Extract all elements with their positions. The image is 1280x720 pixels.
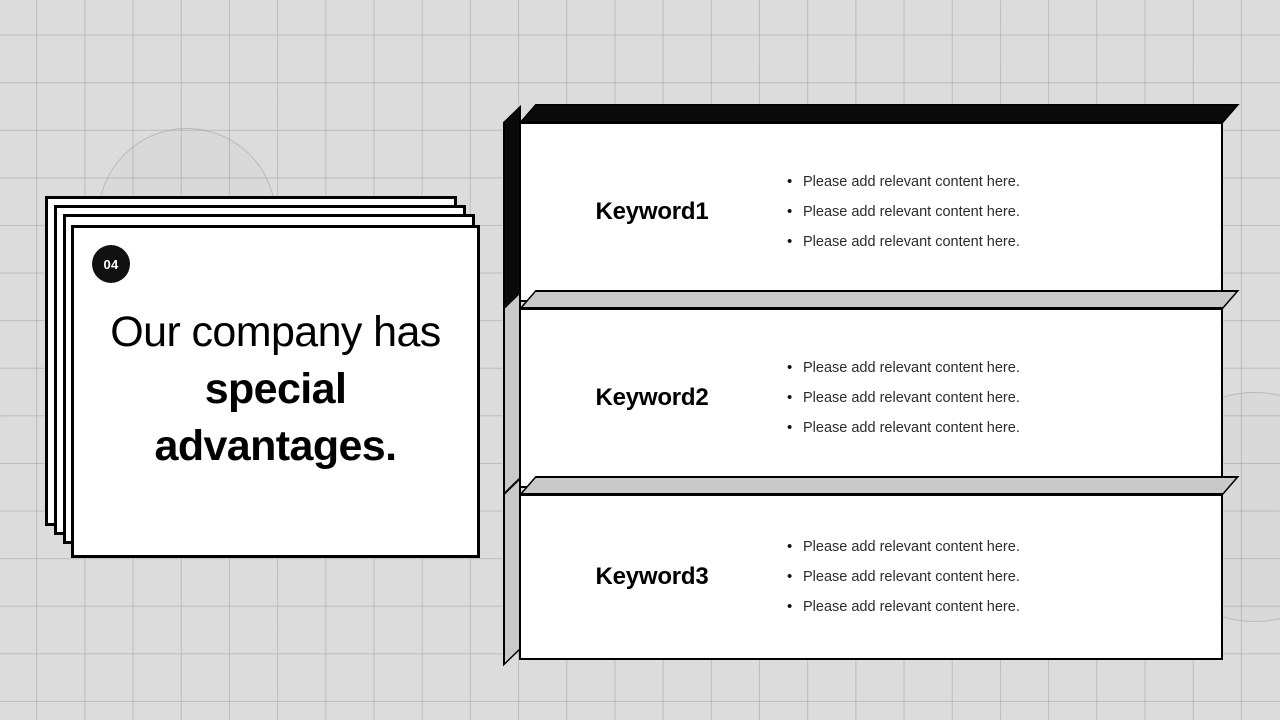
keyword-label: Keyword1 [595, 198, 709, 225]
title-emphasis-text: special advantages. [154, 365, 398, 470]
bullet-text: Please add relevant content here. [803, 599, 1020, 615]
keyword-bullet-list: • Please add relevant content here. • Pl… [783, 532, 1221, 622]
keyword-label: Keyword2 [595, 384, 709, 411]
list-item: • Please add relevant content here. [787, 197, 1221, 227]
list-item: • Please add relevant content here. [787, 532, 1221, 562]
card-front-face: Keyword2 • Please add relevant content h… [519, 308, 1223, 488]
list-item: • Please add relevant content here. [787, 353, 1221, 383]
page-title: Our company has special advantages. [86, 304, 465, 475]
bullet-dot-icon: • [787, 419, 793, 436]
keyword-card-1[interactable]: Keyword1 • Please add relevant content h… [503, 104, 1240, 310]
bullet-dot-icon: • [787, 173, 793, 190]
card-top-face [519, 104, 1240, 123]
bullet-dot-icon: • [787, 598, 793, 615]
bullet-text: Please add relevant content here. [803, 360, 1020, 376]
bullet-dot-icon: • [787, 389, 793, 406]
bullet-dot-icon: • [787, 203, 793, 220]
keyword-bullet-list: • Please add relevant content here. • Pl… [783, 167, 1221, 257]
keyword-card-3[interactable]: Keyword3 • Please add relevant content h… [503, 476, 1240, 667]
bullet-dot-icon: • [787, 359, 793, 376]
keyword-card-list: Keyword1 • Please add relevant content h… [503, 104, 1240, 667]
section-number-badge: 04 [92, 245, 130, 283]
bullet-dot-icon: • [787, 233, 793, 250]
list-item: • Please add relevant content here. [787, 383, 1221, 413]
list-item: • Please add relevant content here. [787, 227, 1221, 257]
keyword-card-2[interactable]: Keyword2 • Please add relevant content h… [503, 290, 1240, 496]
list-item: • Please add relevant content here. [787, 562, 1221, 592]
list-item: • Please add relevant content here. [787, 413, 1221, 443]
bullet-text: Please add relevant content here. [803, 204, 1020, 220]
title-plain-text: Our company has [110, 308, 441, 356]
title-card-stack[interactable]: 04 Our company has special advantages. [45, 196, 480, 558]
bullet-text: Please add relevant content here. [803, 420, 1020, 436]
bullet-text: Please add relevant content here. [803, 234, 1020, 250]
card-front-face: Keyword1 • Please add relevant content h… [519, 122, 1223, 302]
list-item: • Please add relevant content here. [787, 592, 1221, 622]
card-top-face [519, 476, 1240, 495]
bullet-dot-icon: • [787, 538, 793, 555]
bullet-dot-icon: • [787, 568, 793, 585]
bullet-text: Please add relevant content here. [803, 174, 1020, 190]
bullet-text: Please add relevant content here. [803, 539, 1020, 555]
card-front-face: Keyword3 • Please add relevant content h… [519, 494, 1223, 660]
bullet-text: Please add relevant content here. [803, 569, 1020, 585]
title-card[interactable]: 04 Our company has special advantages. [71, 225, 480, 558]
keyword-bullet-list: • Please add relevant content here. • Pl… [783, 353, 1221, 443]
card-top-face [519, 290, 1240, 309]
bullet-text: Please add relevant content here. [803, 390, 1020, 406]
list-item: • Please add relevant content here. [787, 167, 1221, 197]
keyword-label: Keyword3 [595, 563, 709, 590]
